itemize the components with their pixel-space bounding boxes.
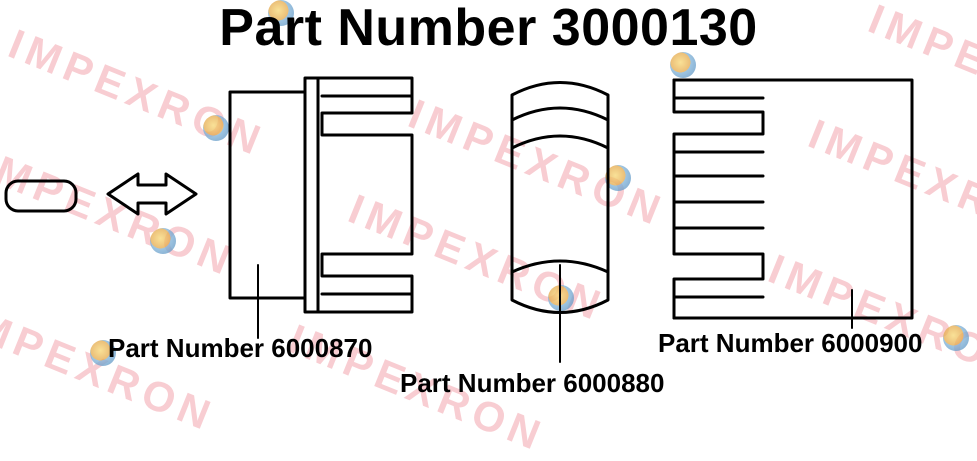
- part-label-6000880: Part Number 6000880: [400, 368, 665, 398]
- globe-icon: [268, 0, 294, 26]
- part-label-6000870: Part Number 6000870: [108, 333, 373, 363]
- part-6000880-shape: [510, 81, 610, 363]
- globe-icon: [670, 52, 696, 78]
- globe-icon: [943, 325, 969, 351]
- globe-icon: [90, 340, 116, 366]
- part-label-6000900: Part Number 6000900: [658, 328, 923, 358]
- diagram-title: Part Number 3000130: [219, 0, 758, 57]
- parts-drawing: [4, 76, 914, 363]
- globe-icon: [203, 115, 229, 141]
- globe-icon: [150, 228, 176, 254]
- part-6000870-shape: [228, 76, 414, 339]
- double-arrow-icon: [106, 172, 198, 216]
- part-6000900-shape: [672, 78, 914, 329]
- pin-shape: [4, 179, 78, 213]
